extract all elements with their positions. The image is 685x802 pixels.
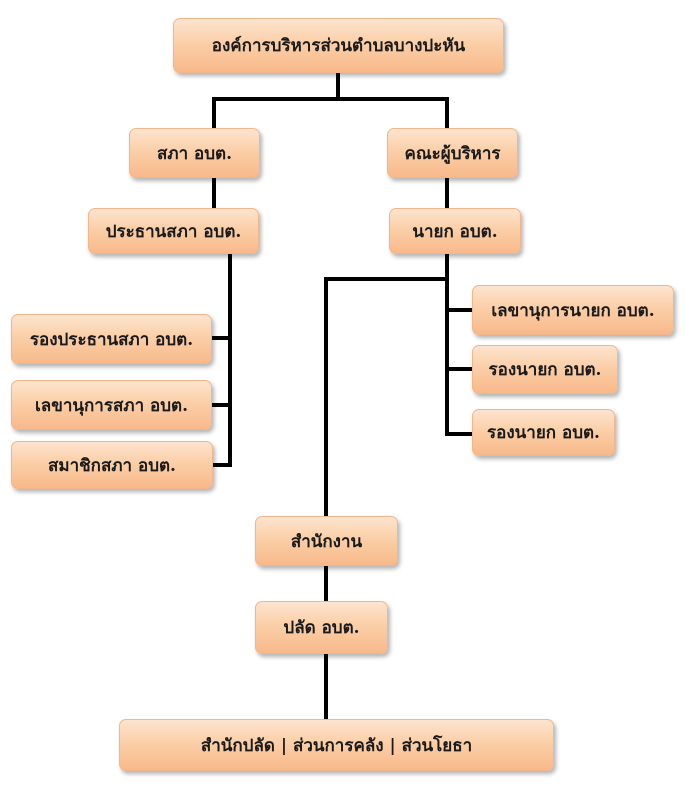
node-executive: คณะผู้บริหาร [387,128,518,178]
node-council-secretary: เลขานุการสภา อบต. [11,380,212,430]
node-root: องค์การบริหารส่วนตำบลบางปะหัน [173,18,504,73]
node-vice-mayor-1: รองนายก อบต. [472,345,618,394]
connector-mayor-office [324,277,449,518]
node-council-chair: ประธานสภา อบต. [88,208,259,254]
node-vice-mayor-2: รองนายก อบต. [472,409,615,456]
node-mayor-secretary: เลขานุการนายก อบต. [472,285,674,335]
node-council-member: สมาชิกสภา อบต. [11,441,213,489]
node-council: สภา อบต. [129,128,260,178]
node-divisions: สำนักปลัด | ส่วนการคลัง | ส่วนโยธา [119,719,554,771]
node-clerk: ปลัด อบต. [255,601,388,654]
node-vice-council-chair: รองประธานสภา อบต. [11,314,212,364]
node-office: สำนักงาน [255,516,398,566]
node-mayor: นายก อบต. [389,208,521,254]
